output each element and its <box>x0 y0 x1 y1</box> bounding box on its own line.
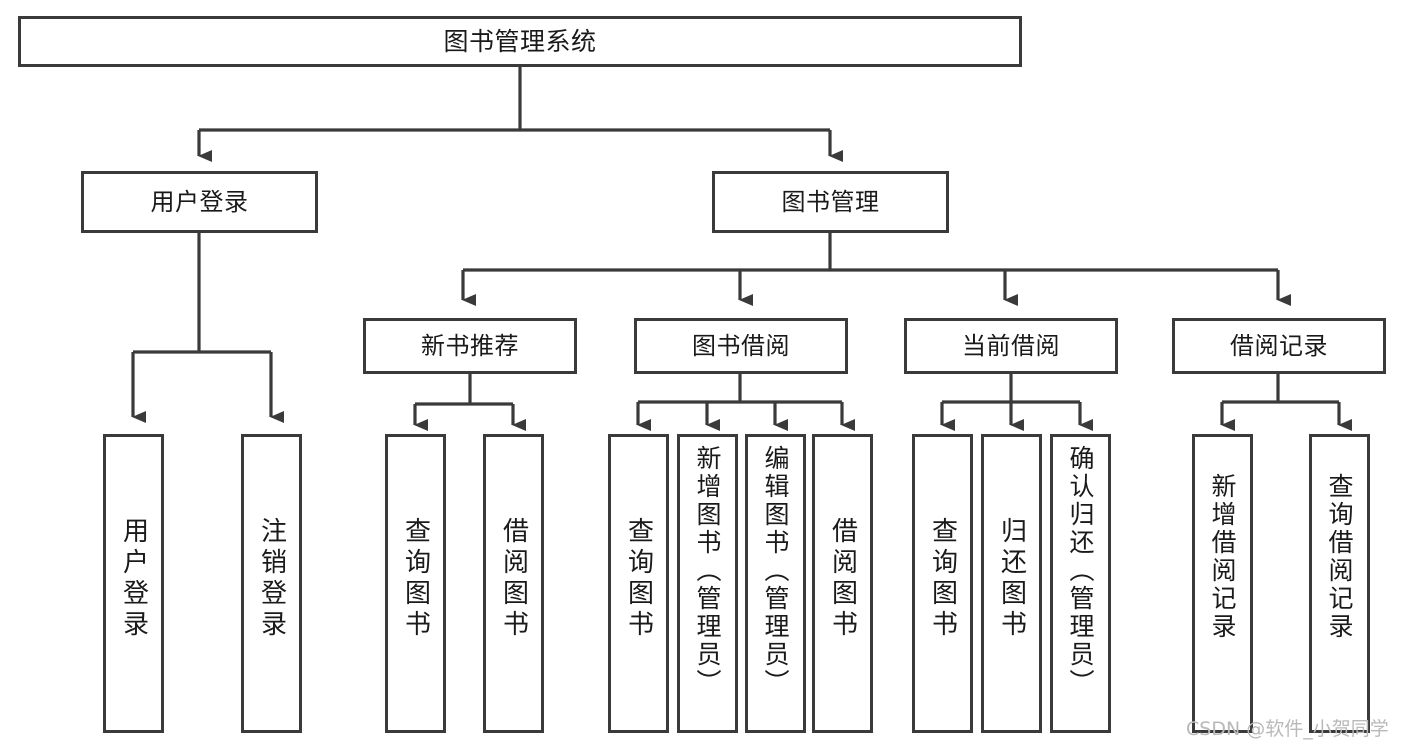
node-leaf-return-book[interactable]: 归还图书 <box>981 434 1042 733</box>
node-label: 借阅记录 <box>1230 331 1328 360</box>
node-label: 图书管理系统 <box>443 26 597 56</box>
node-label: 查询图书 <box>400 517 431 641</box>
node-leaf-query-book-3[interactable]: 查询图书 <box>912 434 973 733</box>
node-root-library-system[interactable]: 图书管理系统 <box>18 16 1022 67</box>
node-label: 编辑图书（管理员） <box>761 445 790 697</box>
node-book-borrow[interactable]: 图书借阅 <box>634 318 848 374</box>
node-leaf-confirm-return[interactable]: 确认归还（管理员） <box>1050 434 1111 733</box>
node-leaf-borrow-book-2[interactable]: 借阅图书 <box>812 434 873 733</box>
node-label: 查询图书 <box>623 517 654 641</box>
node-leaf-edit-book[interactable]: 编辑图书（管理员） <box>745 434 806 733</box>
node-label: 确认归还（管理员） <box>1066 445 1095 697</box>
node-label: 查询借阅记录 <box>1325 473 1354 641</box>
node-label: 用户登录 <box>118 517 149 641</box>
node-label: 归还图书 <box>996 517 1027 641</box>
node-new-book-recommend[interactable]: 新书推荐 <box>363 318 577 374</box>
node-label: 新书推荐 <box>421 331 519 360</box>
node-label: 注销登录 <box>256 517 287 641</box>
node-label: 图书借阅 <box>692 331 790 360</box>
node-leaf-query-book-2[interactable]: 查询图书 <box>608 434 669 733</box>
node-leaf-user-login[interactable]: 用户登录 <box>103 434 164 733</box>
node-leaf-query-record[interactable]: 查询借阅记录 <box>1309 434 1370 733</box>
csdn-watermark: CSDN @软件_小贺同学 <box>1186 718 1389 740</box>
node-leaf-add-book[interactable]: 新增图书（管理员） <box>677 434 738 733</box>
node-label: 用户登录 <box>150 187 249 216</box>
node-label: 图书管理 <box>781 187 880 216</box>
node-label: 借阅图书 <box>827 517 858 641</box>
node-label: 查询图书 <box>927 517 958 641</box>
node-leaf-query-book-1[interactable]: 查询图书 <box>385 434 446 733</box>
node-book-management[interactable]: 图书管理 <box>712 171 949 233</box>
node-current-borrow[interactable]: 当前借阅 <box>904 318 1118 374</box>
node-label: 借阅图书 <box>498 517 529 641</box>
node-user-login[interactable]: 用户登录 <box>81 171 318 233</box>
node-label: 新增借阅记录 <box>1208 473 1237 641</box>
node-label: 新增图书（管理员） <box>693 445 722 697</box>
node-leaf-user-logout[interactable]: 注销登录 <box>241 434 302 733</box>
node-leaf-borrow-book-1[interactable]: 借阅图书 <box>483 434 544 733</box>
node-borrow-record[interactable]: 借阅记录 <box>1172 318 1386 374</box>
node-label: 当前借阅 <box>962 331 1060 360</box>
node-leaf-add-record[interactable]: 新增借阅记录 <box>1192 434 1253 733</box>
